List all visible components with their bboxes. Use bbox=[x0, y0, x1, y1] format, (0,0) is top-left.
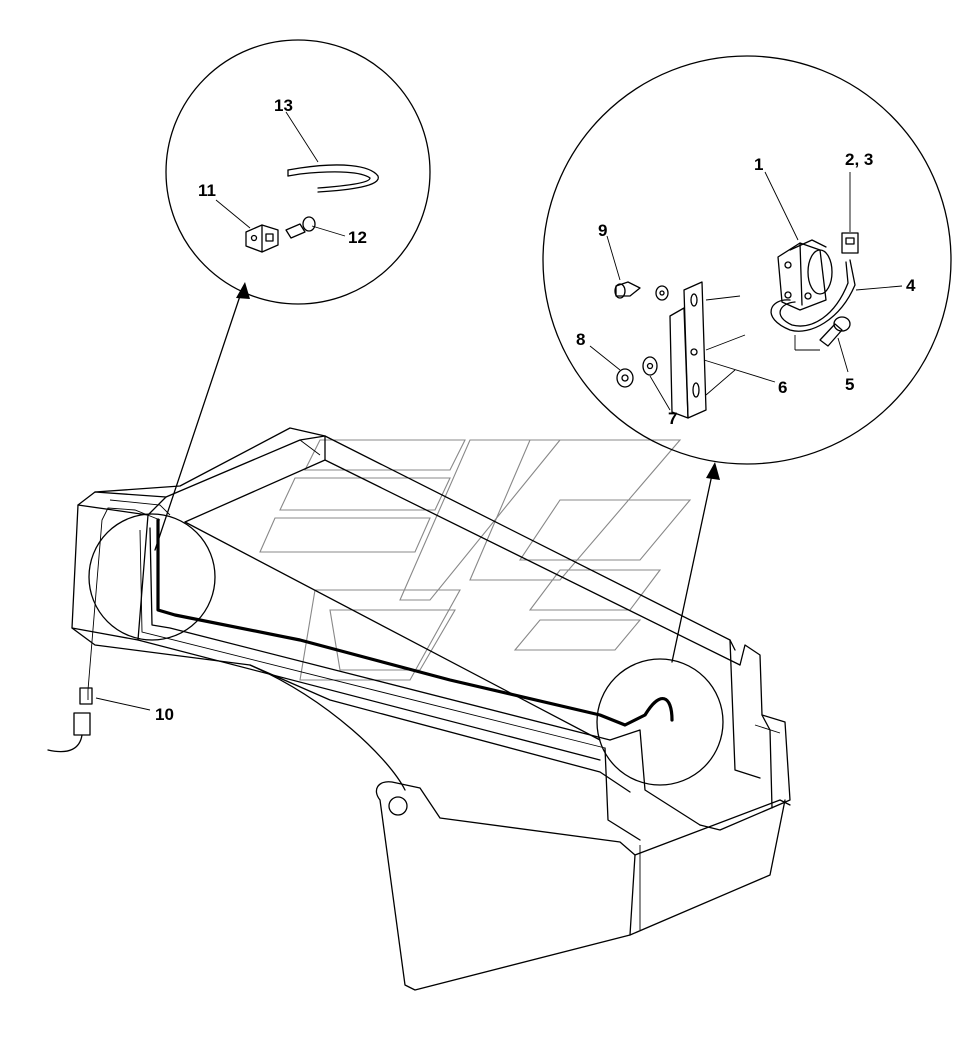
callout-7: 7 bbox=[668, 409, 677, 428]
callout-11: 11 bbox=[198, 181, 216, 200]
leader-lines bbox=[95, 111, 903, 711]
detail-bubble-left bbox=[165, 39, 431, 305]
sensor-1 bbox=[777, 239, 833, 311]
clip-11 bbox=[245, 224, 279, 253]
screw-9 bbox=[614, 281, 669, 301]
callout-12: 12 bbox=[348, 228, 367, 247]
detail-ring-right bbox=[596, 658, 724, 786]
detail-ring-left bbox=[88, 513, 216, 641]
bracket-6 bbox=[669, 281, 746, 419]
arrow-left bbox=[154, 282, 250, 551]
lead-wire-4 bbox=[770, 259, 856, 332]
connector-10 bbox=[47, 687, 93, 753]
callout-4: 4 bbox=[906, 276, 916, 295]
detail-bubble-right bbox=[542, 55, 952, 465]
connector-2-3 bbox=[841, 232, 859, 254]
screw-5 bbox=[819, 316, 851, 347]
tie-strap-13 bbox=[287, 164, 379, 193]
callout-labels: 13 11 12 1 2, 3 9 4 8 6 5 7 10 bbox=[155, 96, 916, 724]
wire-harness bbox=[87, 507, 674, 727]
washer-7 bbox=[642, 356, 658, 376]
nut-8 bbox=[616, 368, 634, 388]
arrow-right bbox=[671, 462, 720, 663]
callout-6: 6 bbox=[778, 378, 787, 397]
housing-body bbox=[71, 427, 791, 991]
watermark-logo bbox=[259, 439, 692, 681]
callout-2-3: 2, 3 bbox=[845, 150, 873, 169]
callout-10: 10 bbox=[155, 705, 174, 724]
callout-5: 5 bbox=[845, 375, 854, 394]
callout-13: 13 bbox=[274, 96, 293, 115]
screw-12 bbox=[285, 216, 316, 239]
callout-1: 1 bbox=[754, 155, 763, 174]
callout-9: 9 bbox=[598, 221, 607, 240]
callout-8: 8 bbox=[576, 330, 585, 349]
